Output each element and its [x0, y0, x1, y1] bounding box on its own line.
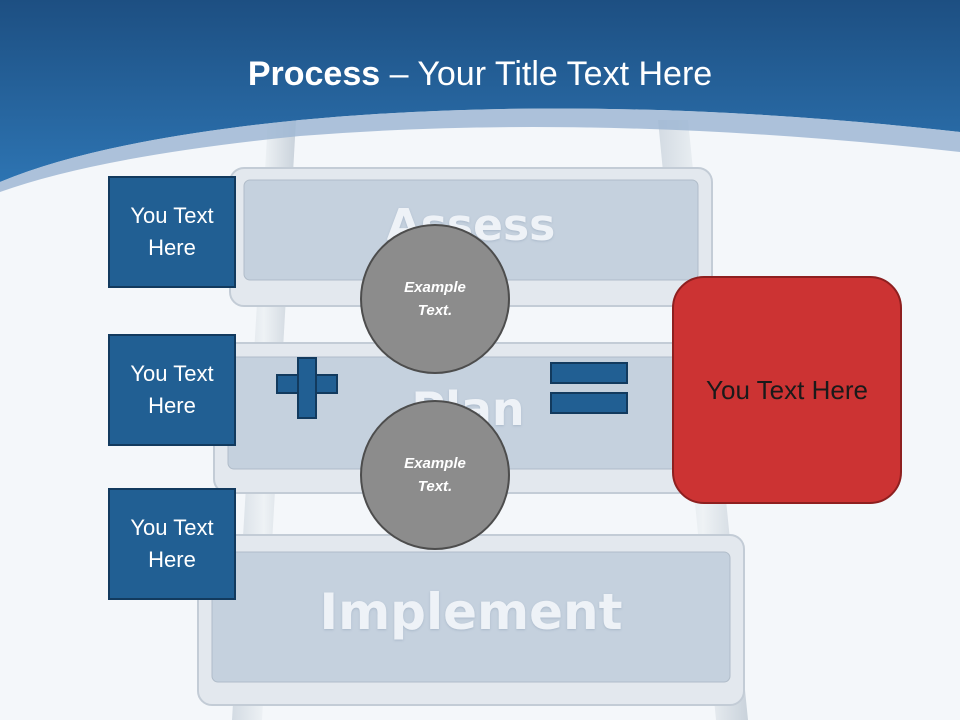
title-rest: Your Title Text Here — [417, 55, 713, 93]
text-box-line: Here — [148, 235, 196, 260]
title-bold: Process — [247, 55, 381, 93]
text-box-line: Here — [148, 547, 196, 572]
text-box-line: You Text — [130, 361, 214, 386]
example-circle-2: Example Text. — [360, 400, 510, 550]
text-box-3: You Text Here — [108, 488, 236, 600]
result-box-text: You Text Here — [706, 374, 868, 405]
text-box-2: You Text Here — [108, 334, 236, 446]
text-box-line: You Text — [130, 203, 214, 228]
ladder-sign-implement — [197, 534, 745, 706]
title-dash: – — [380, 55, 418, 93]
circle-line: Text. — [417, 478, 453, 495]
circle-line: Text. — [417, 302, 453, 319]
sign-label-implement: Implement — [319, 583, 623, 641]
header-arc-accent — [0, 108, 960, 192]
text-box-1: You Text Here — [108, 176, 236, 288]
example-circle-1: Example Text. — [360, 224, 510, 374]
circle-line: Example — [404, 279, 466, 296]
text-box-line: Here — [148, 393, 196, 418]
circle-line: Example — [404, 455, 466, 472]
text-box-line: You Text — [130, 515, 214, 540]
header-band — [0, 0, 960, 182]
result-box: You Text Here — [672, 276, 902, 504]
page-title: Process – Your Title Text Here — [0, 52, 960, 96]
